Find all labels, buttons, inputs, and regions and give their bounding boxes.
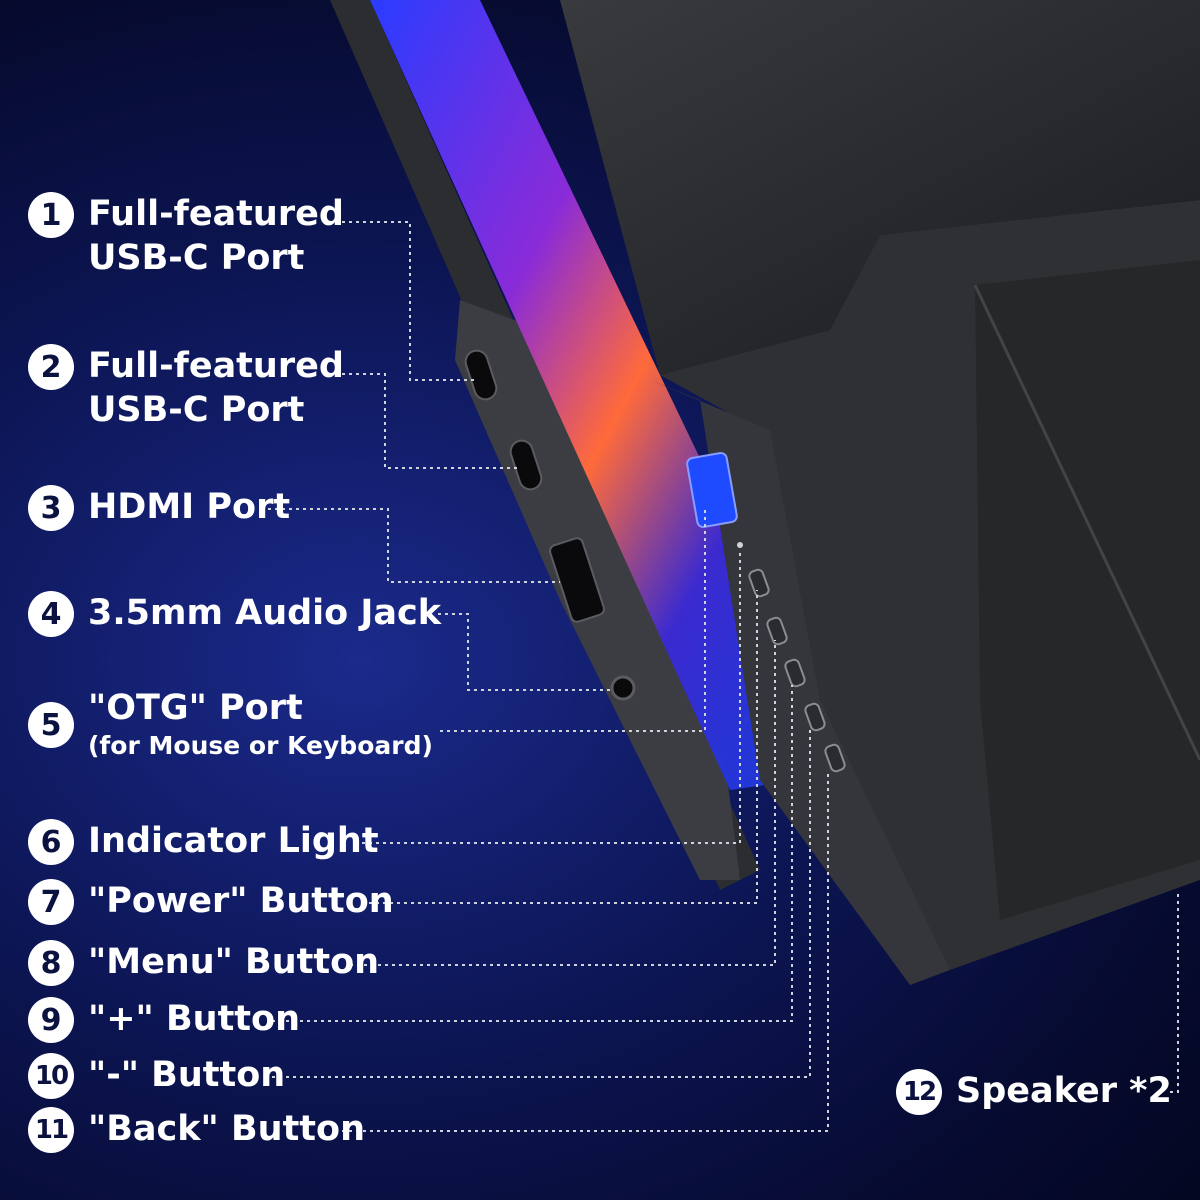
audio-jack bbox=[610, 675, 636, 701]
screen bbox=[370, 0, 800, 790]
callout-label: "Back" Button bbox=[88, 1109, 365, 1149]
callout-label: 3.5mm Audio Jack bbox=[88, 593, 442, 633]
callout-label: Full-featured bbox=[88, 346, 344, 386]
plus-button bbox=[784, 658, 806, 688]
callout-indicator-light: 6 Indicator Light bbox=[28, 819, 379, 865]
callout-speaker: 12 Speaker *2 bbox=[896, 1069, 1172, 1115]
callout-plus-button: 9 "+" Button bbox=[28, 997, 300, 1043]
callout-label: USB-C Port bbox=[88, 390, 305, 430]
number-badge: 12 bbox=[896, 1069, 942, 1115]
back-button bbox=[824, 743, 846, 773]
callout-power-button: 7 "Power" Button bbox=[28, 879, 394, 925]
number-badge: 2 bbox=[28, 344, 74, 390]
minus-button bbox=[804, 702, 826, 732]
kickstand-face bbox=[975, 260, 1200, 920]
menu-button bbox=[766, 616, 788, 646]
callout-label: "Power" Button bbox=[88, 881, 394, 921]
callout-label: "-" Button bbox=[88, 1055, 286, 1095]
callout-label: USB-C Port bbox=[88, 238, 305, 278]
number-badge: 5 bbox=[28, 702, 74, 748]
number-badge: 10 bbox=[28, 1053, 74, 1099]
number-badge: 6 bbox=[28, 819, 74, 865]
otg-port bbox=[686, 452, 738, 528]
callout-label: "+" Button bbox=[88, 999, 300, 1039]
number-badge: 9 bbox=[28, 997, 74, 1043]
callout-label: Indicator Light bbox=[88, 821, 379, 861]
callout-sublabel: (for Mouse or Keyboard) bbox=[88, 731, 433, 760]
number-badge: 8 bbox=[28, 940, 74, 986]
number-badge: 11 bbox=[28, 1107, 74, 1153]
usb-c-port-1 bbox=[464, 349, 498, 401]
callout-otg-port: 5 "OTG" Port (for Mouse or Keyboard) bbox=[28, 686, 433, 762]
leader-lines bbox=[268, 221, 1179, 1132]
callout-audio-jack: 4 3.5mm Audio Jack bbox=[28, 591, 441, 637]
number-badge: 4 bbox=[28, 591, 74, 637]
power-button bbox=[748, 568, 770, 598]
number-badge: 3 bbox=[28, 485, 74, 531]
callout-minus-button: 10 "-" Button bbox=[28, 1053, 285, 1099]
callout-label: HDMI Port bbox=[88, 487, 291, 527]
hdmi-port bbox=[549, 537, 605, 623]
number-badge: 1 bbox=[28, 192, 74, 238]
callout-usb-c-port-2: 2 Full-featured USB-C Port bbox=[28, 344, 344, 432]
callout-usb-c-port-1: 1 Full-featured USB-C Port bbox=[28, 192, 344, 280]
callout-label: "OTG" Port bbox=[88, 688, 303, 728]
callout-label: Speaker *2 bbox=[956, 1071, 1172, 1111]
indicator-light bbox=[737, 542, 743, 548]
callout-label: Full-featured bbox=[88, 194, 344, 234]
callout-hdmi-port: 3 HDMI Port bbox=[28, 485, 290, 531]
callout-back-button: 11 "Back" Button bbox=[28, 1107, 365, 1153]
number-badge: 7 bbox=[28, 879, 74, 925]
callout-label: "Menu" Button bbox=[88, 942, 380, 982]
monitor-back-panel bbox=[480, 0, 1200, 375]
callout-menu-button: 8 "Menu" Button bbox=[28, 940, 379, 986]
